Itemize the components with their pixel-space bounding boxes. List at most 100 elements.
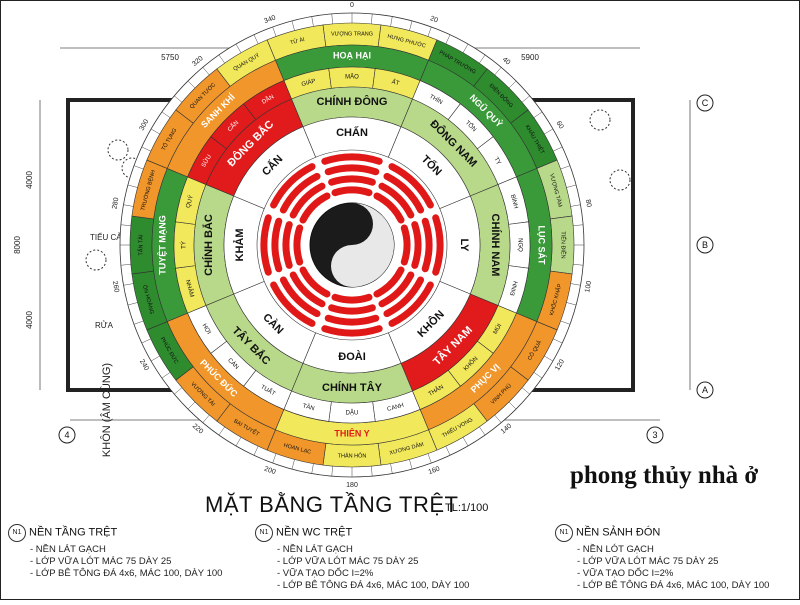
grid-bubble [646,426,664,444]
degree-tick [521,95,530,103]
degree-label: 60 [555,120,565,130]
grid-bubble [696,236,714,254]
seat-row [324,314,380,326]
degree-label: 180 [346,482,358,489]
room-label: KHÔN (ÂM CÙNG) [100,363,113,457]
dimension-label: 4000 [25,171,34,189]
grid-label: B [702,240,708,250]
seat-row [270,281,316,327]
note-line: - VỮA TẠO DỐC I=2% [277,568,374,579]
stems-ring-label: MÙI [492,322,504,335]
dimension-label: 5750 [161,53,179,62]
degree-tick [553,338,563,344]
stems-ring-label: BÍNH [509,194,519,210]
degree-tick [120,264,131,266]
stems-ring-label: CANH [387,403,405,413]
degree-tick [533,372,543,379]
note-line: - LỚP BÊ TÔNG ĐÁ 4x6, MÁC 100, DÀY 100 [277,580,470,591]
plant-icon [85,249,107,271]
degree-tick [560,165,571,170]
outer-ring-label: TẤN TÀI [137,234,144,255]
plan-title: MẶT BẰNG TẦNG TRỆT [205,492,459,517]
degree-tick [174,95,183,103]
trigram-sector [233,126,317,210]
degree-tick [427,26,432,37]
degree-label: 320 [191,55,205,68]
degree-tick [161,372,171,379]
trigram-label: CHẤN [336,126,368,139]
degree-tick [133,165,144,170]
degree-tick [573,264,584,266]
degree-tick [566,184,577,188]
seat-row [279,276,321,318]
seat-row [378,271,415,308]
seat-row [411,221,422,269]
degree-tick [390,16,393,27]
degree-tick [235,437,242,447]
direction-label: CHÍNH NAM [489,214,502,277]
degree-label: 140 [500,423,514,436]
degree-label: 260 [111,280,120,293]
note-line: - NỀN LÓT GẠCH [577,544,654,555]
stems-ring-label: DẬU [346,410,359,417]
stems-ring-label: ẤT [391,78,401,87]
seat-row [270,163,316,209]
seat-row [373,266,405,298]
seat-row [289,182,326,219]
grid-label: A [702,385,708,395]
degree-tick [187,80,196,89]
trigram-label: ĐOÀI [338,350,366,363]
stems-ring-label: TÂN [302,402,315,412]
degree-label: 240 [138,358,150,372]
seat-row [289,271,326,308]
dimension-label: 8000 [13,236,22,254]
degree-label: 120 [554,358,566,372]
degree-label: 40 [501,56,512,66]
seat-row [299,266,331,298]
degree-tick [573,224,584,226]
degree-tick [150,355,160,362]
trigram-label: KHẢM [233,229,246,262]
outer-ring-label: VƯỢNG TRANG [331,31,373,37]
seat-row [388,163,434,209]
watermark-text: phong thủy nhà ở [570,462,759,489]
seat-row [321,325,383,337]
degree-tick [544,128,554,135]
degree-tick [141,146,151,152]
seat-row [432,214,444,276]
grid-bubble [696,94,714,112]
degree-tick [133,320,144,325]
degree-tick [371,466,373,477]
degree-tick [566,302,577,306]
degree-label: 80 [584,199,592,208]
plant-icon [589,109,611,131]
room-label: RỬA [95,321,114,330]
degree-tick [479,426,486,436]
degree-label: 280 [112,197,121,210]
seat-row [388,281,434,327]
stems-ring-label: TÝ [181,241,188,249]
degree-tick [218,426,225,436]
direction-quality-label: THIÊN Y [334,427,369,438]
grid-bubble [58,426,76,444]
direction-quality-label: HOẠ HẠI [333,50,371,60]
degree-tick [409,459,413,470]
seat-row [331,293,373,304]
note-tag-icon: N1 [255,524,273,542]
degree-tick [479,54,486,64]
seat-row [321,153,383,165]
note-heading: NỀN SẢNH ĐÓN [576,526,661,539]
degree-tick [390,463,393,474]
degree-tick [494,67,502,76]
note-line: - NỀN LÁT GẠCH [277,544,353,555]
degree-tick [508,80,517,89]
degree-tick [427,453,432,464]
degree-tick [272,453,277,464]
stems-ring-label: ĐINH [510,281,520,297]
degree-tick [570,283,581,286]
stems-ring-label: NHÂM [184,279,195,298]
degree-tick [127,302,138,306]
degree-tick [445,34,451,44]
stems-ring-label: MÃO [345,74,359,81]
